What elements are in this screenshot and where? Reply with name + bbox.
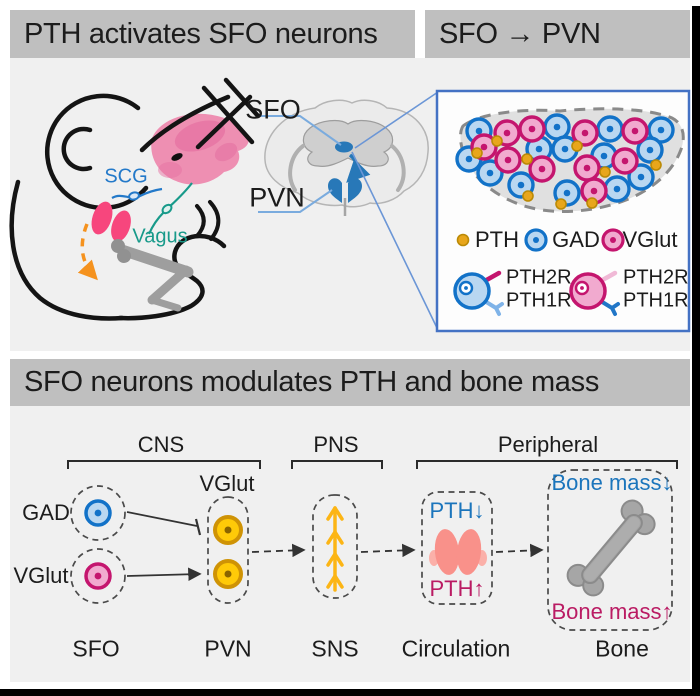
stage-label-bone: Bone bbox=[595, 635, 649, 662]
vglut-row-label: VGlut bbox=[13, 563, 69, 588]
leg-bones-icon bbox=[111, 239, 194, 312]
pvn-to-sns-arrow-icon bbox=[251, 543, 306, 558]
pvn-vglut-label: VGlut bbox=[199, 471, 255, 496]
inhibitory-tbar-icon bbox=[194, 518, 202, 536]
mouse-whisker-3 bbox=[223, 77, 261, 119]
frame-right-edge bbox=[692, 6, 700, 696]
pns-bracket-icon bbox=[291, 460, 383, 469]
gland-icon bbox=[91, 201, 131, 242]
stage-label-circulation: Circulation bbox=[401, 635, 511, 662]
scg-label: SCG bbox=[104, 165, 148, 188]
mouse-arc-1 bbox=[195, 204, 206, 238]
vglut-pth2r-label: PTH2R bbox=[623, 266, 689, 289]
bone-icon bbox=[566, 499, 656, 597]
pth-down-label: PTH↓ bbox=[429, 498, 485, 523]
mouse-eye-icon bbox=[171, 153, 183, 161]
bone-mass-up-label: Bone mass↑ bbox=[551, 599, 673, 624]
legend-gad-label: GAD bbox=[552, 227, 600, 252]
vagus-label: Vagus bbox=[132, 225, 188, 248]
pathway-connections bbox=[126, 511, 544, 582]
zoom-callout-bottom bbox=[351, 151, 439, 331]
vagus-nerve-icon bbox=[147, 182, 193, 235]
gad-row-label: GAD bbox=[22, 500, 70, 525]
pns-bracket-label: PNS bbox=[313, 432, 359, 457]
gad-receptor-cell-icon bbox=[453, 270, 504, 316]
sns-to-circulation-arrow-icon bbox=[360, 543, 416, 558]
vglut-pth1r-label: PTH1R bbox=[623, 289, 689, 312]
mouse-haunch-line bbox=[117, 233, 227, 321]
section1-header: PTH activates SFO neurons bbox=[10, 10, 415, 58]
mouse-whisker-2 bbox=[195, 94, 253, 150]
pathway-diagram bbox=[67, 460, 678, 631]
mouse-inner-ear-icon bbox=[61, 126, 93, 172]
section2-title: SFO → PVN bbox=[439, 17, 601, 50]
pvn-outline bbox=[207, 496, 249, 604]
gad-neuron-icon bbox=[84, 499, 112, 527]
circulation-to-bone-arrow-icon bbox=[495, 543, 544, 558]
legend-pth-label: PTH bbox=[475, 227, 519, 252]
bone-outline bbox=[547, 469, 673, 631]
vglut-neuron-icon bbox=[84, 562, 112, 590]
cns-bracket-label: CNS bbox=[137, 432, 185, 457]
gad-pth1r-label: PTH1R bbox=[506, 289, 572, 312]
pvn-neuron-icons bbox=[213, 515, 243, 589]
gad-pth2r-label: PTH2R bbox=[506, 266, 572, 289]
sfo-label-callout bbox=[260, 115, 342, 146]
bottom-panel-background bbox=[10, 406, 690, 682]
gad-legend-cell-icon bbox=[524, 228, 548, 252]
mouse-ear-icon bbox=[45, 93, 149, 211]
section2-header: SFO → PVN bbox=[425, 10, 690, 58]
section3-title: SFO neurons modulates PTH and bone mass bbox=[24, 366, 600, 398]
mouse-outline bbox=[9, 77, 261, 321]
section1-title: PTH activates SFO neurons bbox=[24, 17, 378, 50]
zoom-callout-top bbox=[354, 91, 439, 149]
scg-nerve-icon bbox=[111, 187, 163, 201]
stage-label-sfo: SFO bbox=[72, 635, 120, 662]
mouse-arc-2 bbox=[208, 200, 221, 241]
pth-up-label: PTH↑ bbox=[429, 576, 485, 601]
stage-label-pvn: PVN bbox=[204, 635, 252, 662]
brain-pvn-label: PVN bbox=[249, 182, 305, 213]
sfo-zoom-box bbox=[435, 89, 691, 333]
pvn-label-callout bbox=[258, 189, 333, 213]
sns-outline bbox=[312, 494, 358, 599]
bone-mass-down-label: Bone mass↓ bbox=[551, 470, 673, 495]
vglut-excitatory-arrow-icon bbox=[126, 567, 202, 582]
dashed-containers bbox=[70, 469, 673, 631]
mouse-head-icon bbox=[151, 113, 249, 185]
parathyroid-glands-icon bbox=[429, 529, 487, 575]
peripheral-bracket-label: Peripheral bbox=[497, 432, 599, 457]
descending-signal-arrow-icon bbox=[77, 223, 98, 281]
pvn-region-icon bbox=[328, 178, 362, 216]
frame-bottom-edge bbox=[0, 689, 700, 696]
pth-legend-dot-icon bbox=[456, 233, 470, 247]
vglut-legend-cell-icon bbox=[601, 228, 625, 252]
sns-fiber-icon bbox=[326, 506, 344, 592]
brain-sfo-label: SFO bbox=[245, 94, 301, 125]
vglut-neuron-outline bbox=[70, 548, 126, 604]
stage-label-sns: SNS bbox=[311, 635, 359, 662]
mouse-body-line bbox=[9, 179, 125, 321]
sfo-cell-population bbox=[455, 113, 675, 210]
vglut-receptor-cell-icon bbox=[569, 270, 620, 316]
gad-inhibitory-line bbox=[126, 511, 198, 527]
section-brackets bbox=[67, 460, 678, 469]
mouse-whisker-1 bbox=[201, 85, 255, 145]
mouse-illustration bbox=[9, 77, 261, 321]
legend-vglut-label: VGlut bbox=[622, 227, 678, 252]
peripheral-bracket-icon bbox=[416, 460, 678, 469]
sfo-to-pvn-arrow-icon bbox=[346, 153, 371, 183]
cns-bracket-icon bbox=[67, 460, 261, 469]
gad-neuron-outline bbox=[70, 485, 126, 541]
section3-header: SFO neurons modulates PTH and bone mass bbox=[10, 359, 690, 406]
